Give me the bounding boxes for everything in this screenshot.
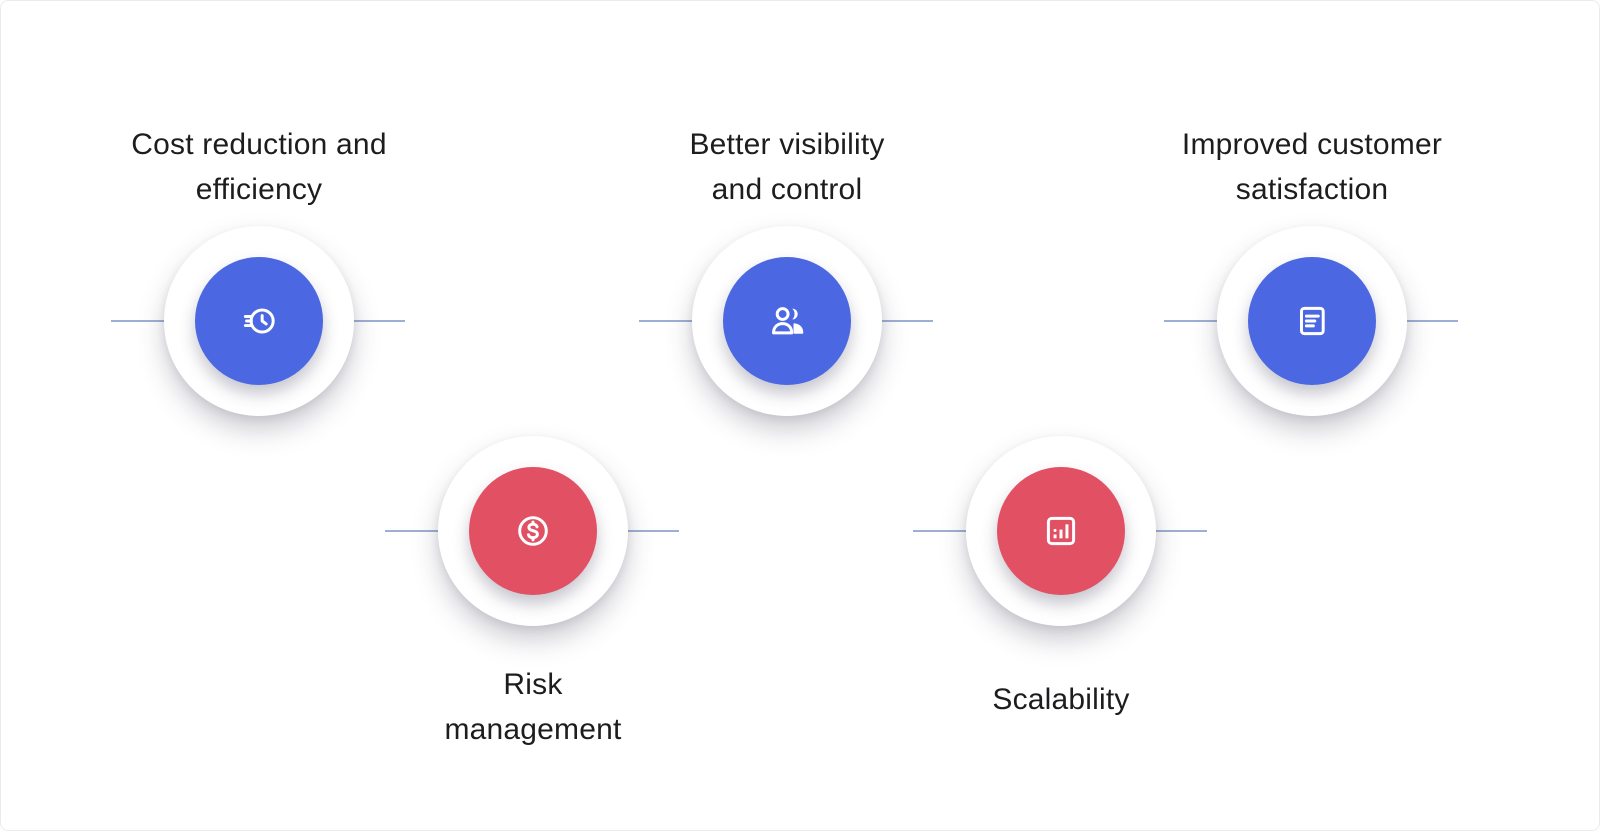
node-label-risk-management: Risk management <box>303 662 763 752</box>
label-line: Risk <box>503 668 563 701</box>
speed-clock-icon <box>243 308 275 334</box>
connector-line <box>1406 320 1458 322</box>
connector-line <box>353 320 405 322</box>
icon-circle <box>195 257 323 385</box>
connector-line <box>111 320 165 322</box>
label-line: Better visibility <box>689 128 885 161</box>
icon-circle <box>469 467 597 595</box>
users-icon <box>772 307 804 335</box>
label-line: Scalability <box>992 683 1130 716</box>
connector-line <box>1164 320 1218 322</box>
connector-line <box>1155 530 1207 532</box>
connector-line <box>385 530 439 532</box>
node-label-cost-reduction: Cost reduction and efficiency <box>29 122 489 212</box>
label-line: and control <box>711 173 863 206</box>
node-circle-risk-management <box>438 436 628 626</box>
node-label-scalability: Scalability <box>831 677 1291 722</box>
label-line: management <box>444 713 622 746</box>
connector-line <box>639 320 693 322</box>
node-circle-scalability <box>966 436 1156 626</box>
node-label-better-visibility: Better visibility and control <box>557 122 1017 212</box>
dollar-circle-icon <box>518 516 548 546</box>
connector-line <box>627 530 679 532</box>
node-label-customer-satisfaction: Improved customer satisfaction <box>1082 122 1542 212</box>
connector-line <box>913 530 967 532</box>
label-line: satisfaction <box>1235 173 1389 206</box>
node-circle-cost-reduction <box>164 226 354 416</box>
document-lines-icon <box>1300 306 1325 336</box>
node-circle-better-visibility <box>692 226 882 416</box>
label-line: Improved customer <box>1181 128 1443 161</box>
label-line: Cost reduction and <box>131 128 387 161</box>
bar-chart-icon <box>1046 516 1076 546</box>
icon-circle <box>997 467 1125 595</box>
connector-line <box>881 320 933 322</box>
icon-circle <box>1248 257 1376 385</box>
node-circle-customer-satisfaction <box>1217 226 1407 416</box>
label-line: efficiency <box>195 173 323 206</box>
icon-circle <box>723 257 851 385</box>
